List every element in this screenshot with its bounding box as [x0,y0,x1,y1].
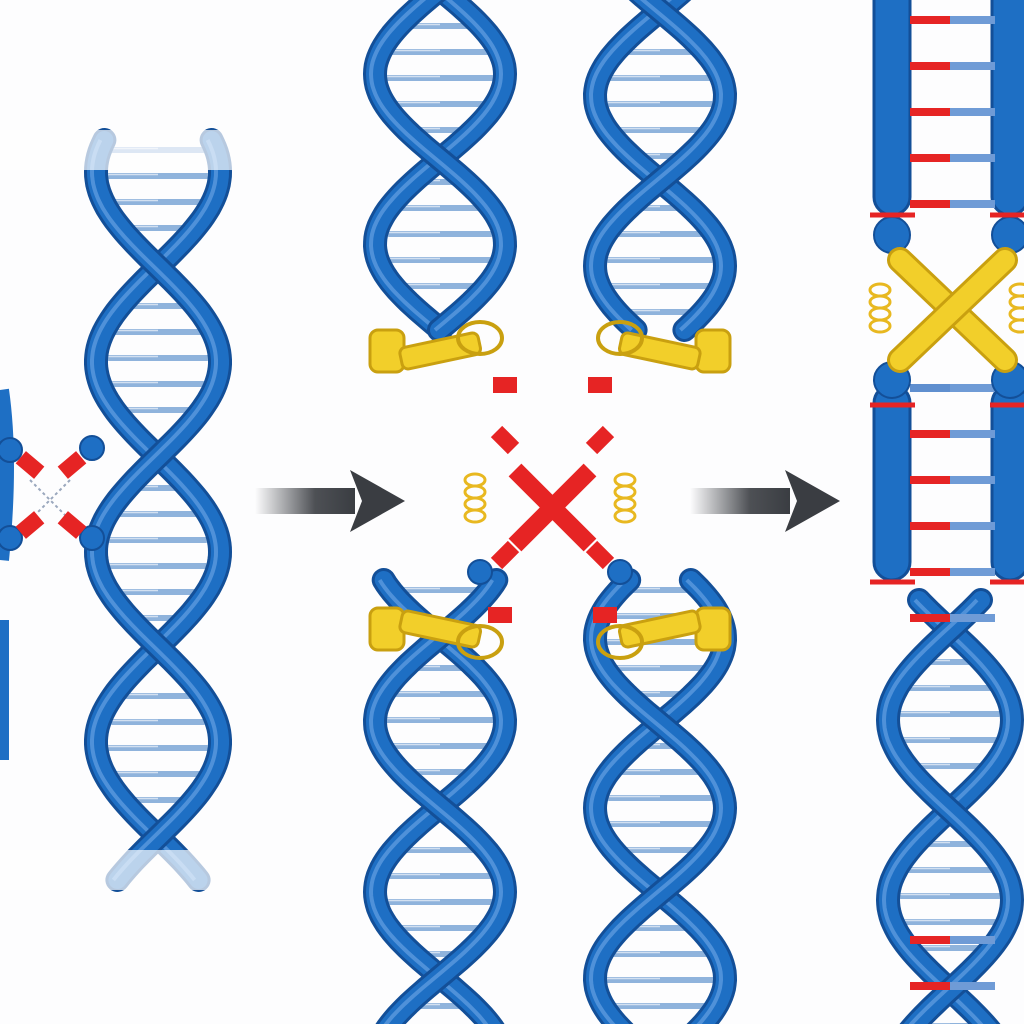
panel-repaired-dna [868,0,1024,1024]
spring-coil-icon [463,496,487,512]
dna-strand [365,0,515,339]
clamp-ring [596,624,644,660]
strand-highlight [89,139,218,882]
spring-coil-icon [463,484,487,500]
break-marker-icon [585,540,615,570]
spring-coil-icon [463,508,487,524]
strand-highlight [588,0,724,332]
strand-end-cap [79,525,105,551]
spring-coil-icon [613,496,637,512]
dna-strand-segment [872,383,912,582]
dna-strand [365,571,515,1024]
spring-coil-icon [1008,318,1024,334]
spring-coil-icon [868,318,892,334]
spring-coil-icon [868,282,892,298]
break-marker-icon [490,425,520,455]
spring-coil-icon [463,472,487,488]
break-marker-icon [57,511,87,539]
panel-clamped-repair [362,0,738,1024]
repair-clamp-icon [596,606,732,660]
strand-highlight [588,578,724,1024]
red-cross-icon [508,463,597,552]
arrow-shaft [690,488,790,514]
panel-broken-dna [0,128,240,892]
clamp-ring [456,320,504,356]
clamp-ring [456,624,504,660]
spring-coil-icon [868,306,892,322]
dna-strand [86,131,229,889]
strand-end-cap [79,435,105,461]
strand-end-cap [873,216,911,254]
break-marker-icon [57,451,87,479]
break-marker-icon [490,540,520,570]
break-marker-icon [493,377,517,393]
spring-coil-icon [1008,294,1024,310]
spring-coil-icon [1008,306,1024,322]
strand-end-cap [0,525,23,551]
strand-highlight [588,578,724,1024]
fade-top [0,130,240,170]
clamp-ring [596,320,644,356]
step-arrow-1 [255,470,405,532]
strand-highlight [881,598,1011,1024]
strand-highlight [368,578,504,1024]
repair-clamp-icon [368,320,504,374]
dna-strand-segment [990,383,1024,582]
spring-coil-icon [868,294,892,310]
break-marker-icon [488,607,512,623]
arrow-shaft [255,488,355,514]
break-marker-icon [593,607,617,623]
dna-strand [585,571,735,1024]
dna-strand [585,0,735,339]
break-marker-icon [588,377,612,393]
strand-end-cap [0,437,23,463]
spring-coil-icon [613,508,637,524]
fade-bottom [0,850,240,890]
spring-coil-icon [1008,282,1024,298]
step-arrow-2 [690,470,840,532]
strand-highlight [588,0,724,332]
strand-end-cap [467,559,493,585]
spring-coil-icon [613,472,637,488]
spring-coil-icon [613,484,637,500]
dna-strand-segment [872,0,912,217]
strand-end-cap [607,559,633,585]
break-marker-icon [15,511,45,539]
dna-strand [585,571,735,1024]
yellow-cross-icon [890,250,1015,370]
repair-clamp-icon [596,320,732,374]
arrow-head-icon [785,470,840,532]
strand-highlight [368,0,504,332]
arrow-head-icon [350,470,405,532]
break-marker-icon [15,451,45,479]
dna-strand [878,591,1022,1024]
break-marker-icon [585,425,615,455]
dna-strand-segment [990,0,1024,217]
repair-clamp-icon [368,606,504,660]
dna-strand [585,0,735,339]
